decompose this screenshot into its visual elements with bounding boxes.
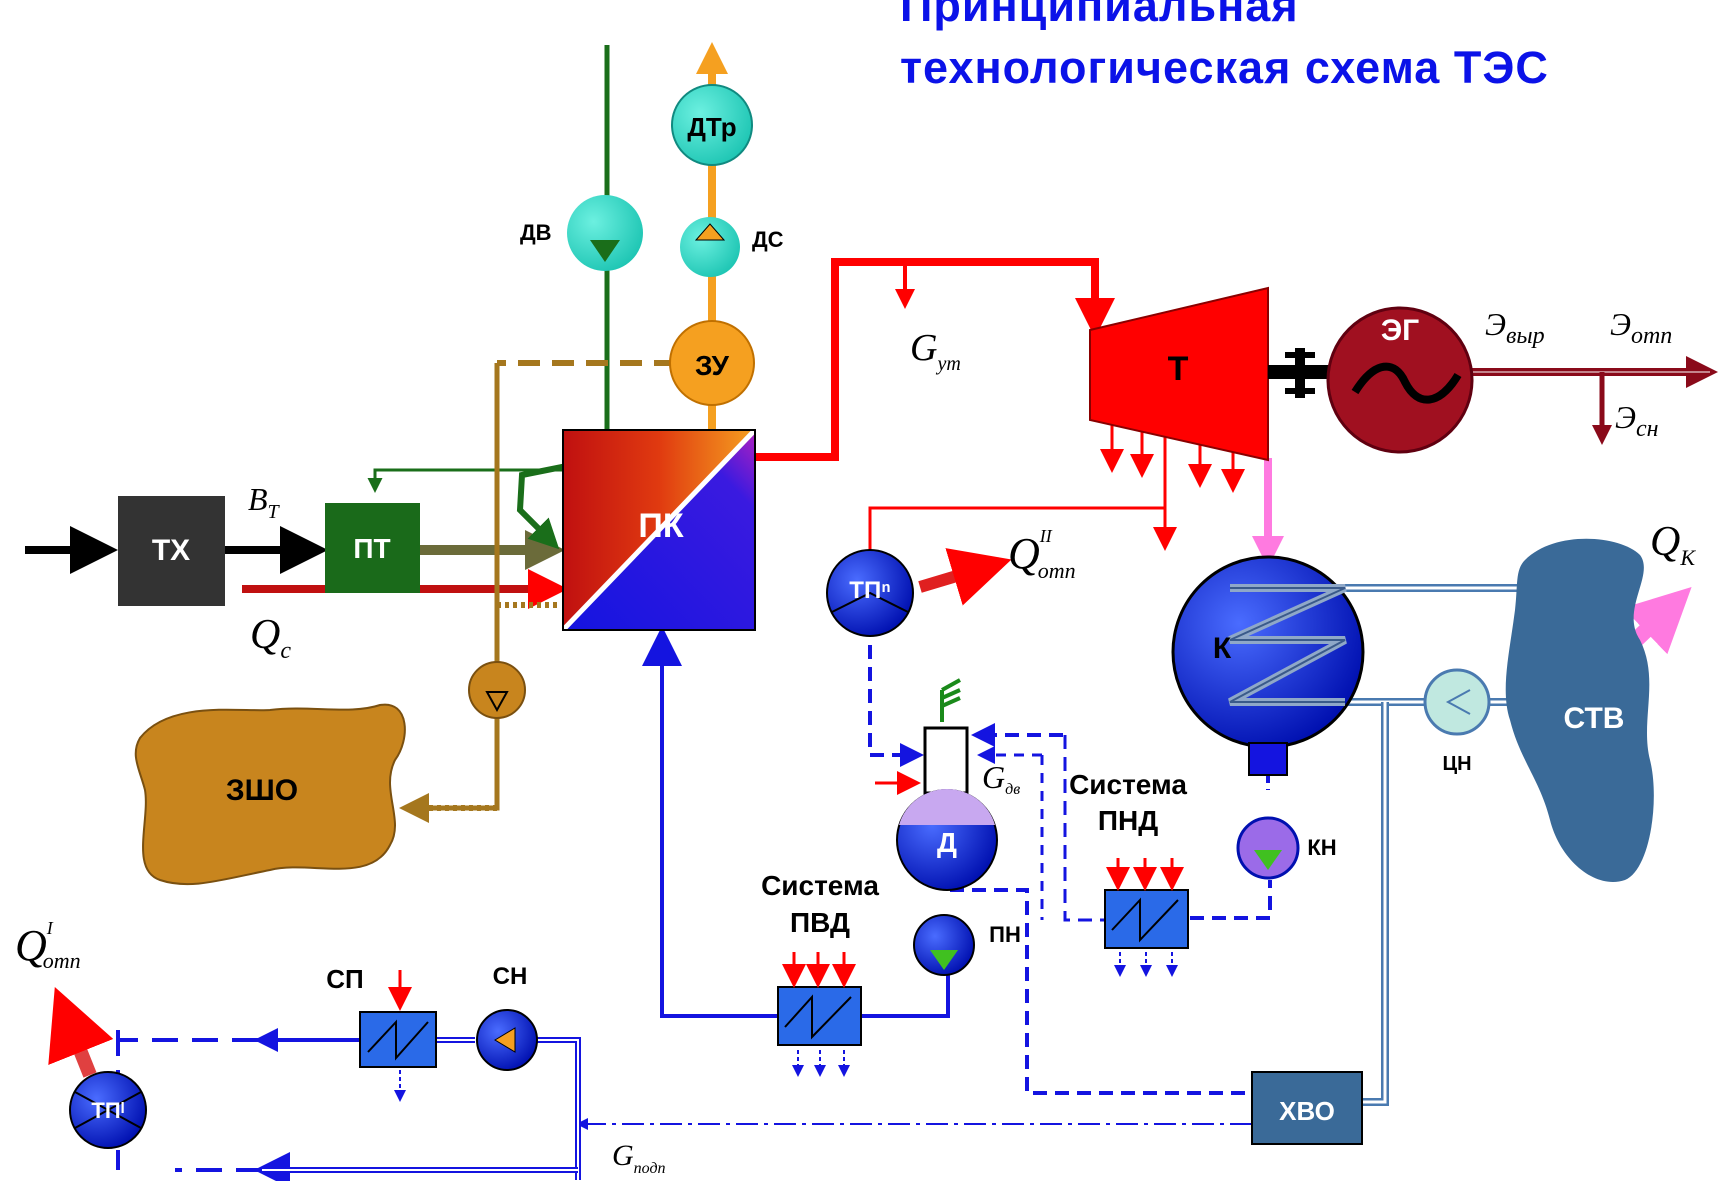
stv-cooling-source <box>1505 538 1654 882</box>
kn-to-pnd-line <box>1190 880 1272 920</box>
dtr-label: ДТр <box>687 112 736 142</box>
dv-fan <box>567 195 643 271</box>
esn-label: Эсн <box>1615 399 1659 442</box>
condenser-coil-inner <box>1229 587 1346 703</box>
turbine-label: Т <box>1168 350 1189 388</box>
cooling-to-hvo-line <box>1362 702 1389 1106</box>
coupling-bottom <box>1285 388 1315 394</box>
page-title-line1: Принципиальная <box>900 0 1299 31</box>
hvo-label: ХВО <box>1279 1096 1335 1126</box>
qk-label: QК <box>1650 519 1696 570</box>
sine-wave-icon <box>1351 362 1462 404</box>
deaerator-steam-space <box>899 789 995 825</box>
pk-box <box>562 429 756 631</box>
gpodp-label: Gподп <box>612 1139 666 1177</box>
kn-pump-icon <box>1254 850 1282 870</box>
heating-return-inner <box>535 1039 579 1180</box>
dv-fan-icon <box>590 240 620 262</box>
tp1-heater-lines <box>74 1091 142 1129</box>
ash-pump-icon <box>485 691 509 713</box>
heating-return-line <box>535 1037 581 1180</box>
deaerator-label: Д <box>937 827 957 858</box>
tp2-label: ТПⁿ <box>849 577 890 604</box>
hot-air-to-pk-line <box>516 457 598 550</box>
pnd-heater-icon <box>1111 897 1179 943</box>
pnd-title-line2: ПНД <box>1098 805 1158 836</box>
dv-label: ДВ <box>520 220 552 245</box>
ds-smoke-exhauster <box>680 217 740 277</box>
zu-ash-collector <box>669 320 755 406</box>
hvo-to-d-line <box>950 888 1252 1095</box>
tsn-circulating-pump <box>1423 668 1491 736</box>
pnd-heater <box>1104 889 1189 949</box>
tp1-label: ТПᴵ <box>91 1098 124 1123</box>
pn-label: ПН <box>989 922 1021 947</box>
gdv-label: Gдв <box>982 759 1020 798</box>
eotp-label: Эотп <box>1610 306 1672 349</box>
kn-condensate-pump <box>1236 816 1300 880</box>
sn-pump-icon <box>494 1027 516 1053</box>
tx-label: ТХ <box>152 534 190 567</box>
pn-pump-icon <box>930 950 958 970</box>
zu-label: ЗУ <box>695 350 729 381</box>
ash-pump <box>468 661 526 719</box>
zsho-ash-dump <box>134 703 406 886</box>
pvd-heater-icon <box>784 994 852 1040</box>
ds-label: ДС <box>752 227 784 252</box>
zsho-label: ЗШО <box>226 774 298 807</box>
condenser-hotwell <box>1248 742 1288 776</box>
turbine <box>1089 286 1269 462</box>
qc-heat-label: Qс <box>250 612 291 664</box>
pk-diagonal <box>561 428 757 632</box>
kn-label: КН <box>1307 835 1336 860</box>
tsn-label: ЦН <box>1442 753 1471 775</box>
pvd-title-line2: ПВД <box>790 907 850 938</box>
pn-feed-pump <box>913 914 975 976</box>
pnd-title-line1: Система <box>1069 769 1187 800</box>
heating-extraction-line <box>868 430 1167 555</box>
pk-label: ПК <box>638 507 683 545</box>
deaerator-vent-icon <box>940 678 961 722</box>
deaerator-column <box>923 726 969 795</box>
sp-heater-icon <box>367 1019 429 1061</box>
bt-fuel-consumption-label: BT <box>248 481 281 523</box>
pnd-drain-line <box>1063 735 1105 922</box>
condenser-label: К <box>1213 632 1232 665</box>
hvo-water-treatment <box>1251 1071 1363 1145</box>
pvd-title-line1: Система <box>761 870 879 901</box>
main-steam-line <box>755 258 1099 461</box>
tsn-pump-icon <box>1445 689 1471 715</box>
ds-fan-icon <box>694 223 726 241</box>
qotp1-heat-arrow <box>48 987 114 1078</box>
pt-box <box>325 503 420 593</box>
tp2-heater-lines <box>831 591 909 613</box>
page-title-line2: технологическая схема ТЭС <box>900 42 1549 93</box>
coupling-icon <box>1295 348 1305 398</box>
tx-box <box>118 496 225 606</box>
pt-label: ПТ <box>353 533 390 564</box>
sn-label: СН <box>493 963 528 990</box>
coupling-top <box>1285 352 1315 358</box>
evyr-label: Эвыр <box>1485 306 1545 349</box>
pvd-heater <box>777 986 862 1046</box>
gut-leak-label: Gут <box>910 327 961 375</box>
cooling-to-hvo-inner <box>1362 702 1387 1104</box>
tp2-condensate-to-d <box>868 645 924 767</box>
sp-network-heater <box>359 1011 437 1068</box>
qotp2-heat-arrow <box>918 548 1012 606</box>
dtr-chimney <box>671 84 753 166</box>
generator-label: ЭГ <box>1381 314 1419 347</box>
sp-label: СП <box>326 964 363 994</box>
stv-label: СТВ <box>1564 702 1625 735</box>
